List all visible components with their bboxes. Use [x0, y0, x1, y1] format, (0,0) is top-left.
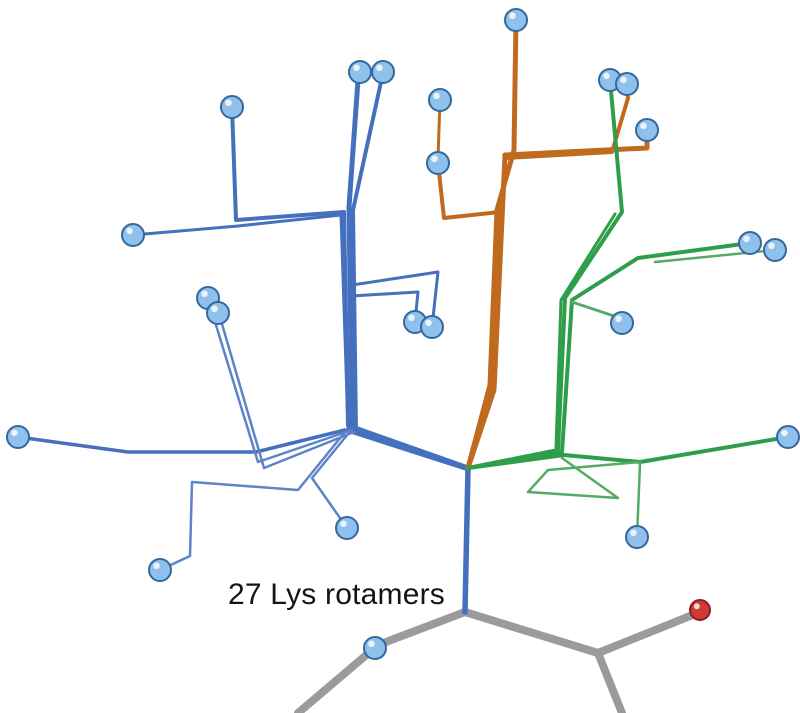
bond	[466, 241, 752, 470]
bond	[16, 428, 468, 471]
bond	[461, 608, 704, 657]
nitrogen-atom-sphere	[738, 231, 762, 255]
bond	[294, 608, 469, 713]
nitrogen-atom-sphere	[625, 525, 649, 549]
nitrogen-atom-sphere	[420, 315, 444, 339]
bond	[350, 270, 440, 329]
nitrogen-atom-sphere	[335, 516, 359, 540]
bond	[131, 213, 470, 470]
nitrogen-atom-sphere	[206, 301, 230, 325]
nitrogen-atom-sphere	[6, 425, 30, 449]
nitrogen-atom-sphere	[426, 151, 450, 175]
bond	[554, 212, 617, 450]
bond	[594, 649, 626, 713]
nitrogen-atom-sphere	[763, 238, 787, 262]
bond	[466, 78, 624, 470]
rotamer-count-label: 27 Lys rotamers	[228, 578, 445, 611]
bond	[158, 430, 347, 572]
nitrogen-atom-sphere	[220, 95, 244, 119]
bond	[635, 462, 642, 539]
nitrogen-atom-sphere	[371, 60, 395, 84]
nitrogen-atom-sphere	[121, 223, 145, 247]
nitrogen-atom-sphere	[428, 88, 452, 112]
bond	[351, 70, 470, 470]
nitrogen-atom-sphere	[504, 8, 528, 32]
bond	[462, 465, 471, 615]
oxygen-atom-sphere	[689, 599, 711, 621]
bond	[206, 296, 354, 464]
nitrogen-atom-sphere	[776, 425, 800, 449]
nitrogen-atom-sphere	[610, 311, 634, 335]
bond	[310, 432, 350, 530]
bond	[526, 456, 642, 500]
nitrogen-atom-sphere	[148, 558, 172, 582]
nitrogen-atom-sphere	[348, 60, 372, 84]
nitrogen-atom-sphere	[635, 118, 659, 142]
bond	[346, 69, 471, 471]
nitrogen-atom-sphere	[615, 72, 639, 96]
bond	[466, 435, 790, 470]
nitrogen-atom-sphere	[363, 636, 387, 660]
